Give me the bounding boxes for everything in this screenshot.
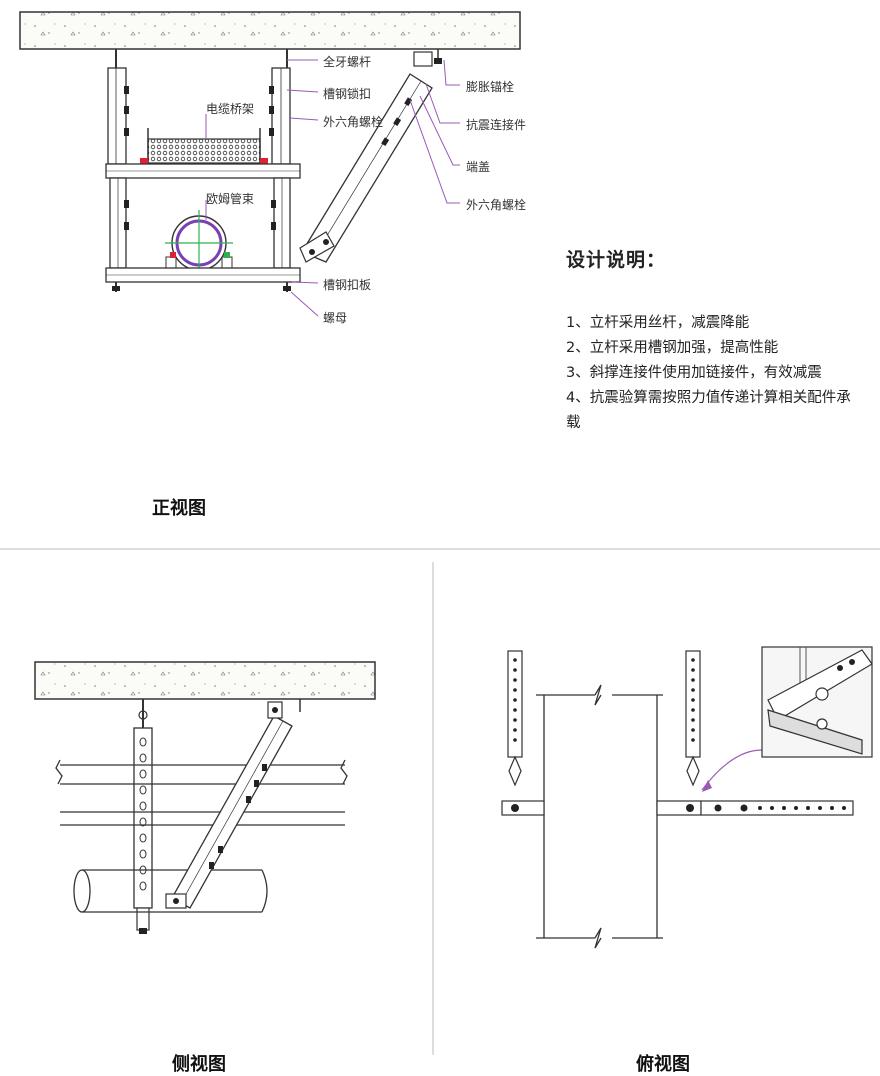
label-omega-clamp: 欧姆管束 — [206, 192, 255, 206]
design-notes-list: 1、立杆采用丝杆，减震降能 2、立杆采用槽钢加强，提高性能 3、斜撑连接件使用加… — [566, 311, 856, 436]
label-threaded-rod: 全牙螺杆 — [323, 55, 372, 69]
design-notes-title: 设计说明： — [566, 249, 667, 271]
side-view-drawing — [34, 661, 376, 934]
side-ceiling-slab — [34, 661, 376, 700]
label-channel-lock: 槽钢锁扣 — [323, 87, 372, 101]
front-view-title: 正视图 — [152, 498, 206, 519]
cable-tray — [147, 138, 261, 164]
label-expansion-anchor: 膨胀锚栓 — [466, 80, 515, 94]
front-view-drawing — [19, 11, 521, 317]
design-note-4: 4、抗震验算需按照力值传递计算相关配件承载 — [566, 390, 851, 431]
ceiling-slab — [19, 11, 521, 50]
top-view-column — [536, 684, 663, 949]
front-view-leaders — [205, 59, 460, 317]
label-seismic-connector: 抗震连接件 — [466, 118, 527, 132]
top-view-inset-detail — [761, 646, 873, 758]
top-view-title: 俯视图 — [636, 1054, 690, 1075]
diagonal-brace — [299, 49, 442, 263]
design-note-2: 2、立杆采用槽钢加强，提高性能 — [566, 340, 779, 356]
label-nut: 螺母 — [323, 311, 348, 325]
design-note-1: 1、立杆采用丝杆，减震降能 — [566, 315, 750, 331]
label-hex-bolt-upper: 外六角螺栓 — [323, 115, 384, 129]
label-hex-bolt-brace: 外六角螺栓 — [466, 198, 527, 212]
top-view-drawing — [501, 646, 873, 949]
label-end-cap: 端盖 — [466, 160, 491, 174]
label-channel-plate: 槽钢扣板 — [323, 278, 372, 292]
design-note-3: 3、斜撑连接件使用加链接件，有效减震 — [566, 365, 822, 381]
side-diagonal-brace — [165, 699, 301, 909]
side-view-title: 侧视图 — [172, 1054, 226, 1075]
omega-pipe-clamp — [165, 210, 233, 276]
left-upper-channel — [107, 67, 127, 165]
label-cable-tray: 电缆桥架 — [206, 102, 255, 116]
side-pipe — [73, 869, 268, 913]
